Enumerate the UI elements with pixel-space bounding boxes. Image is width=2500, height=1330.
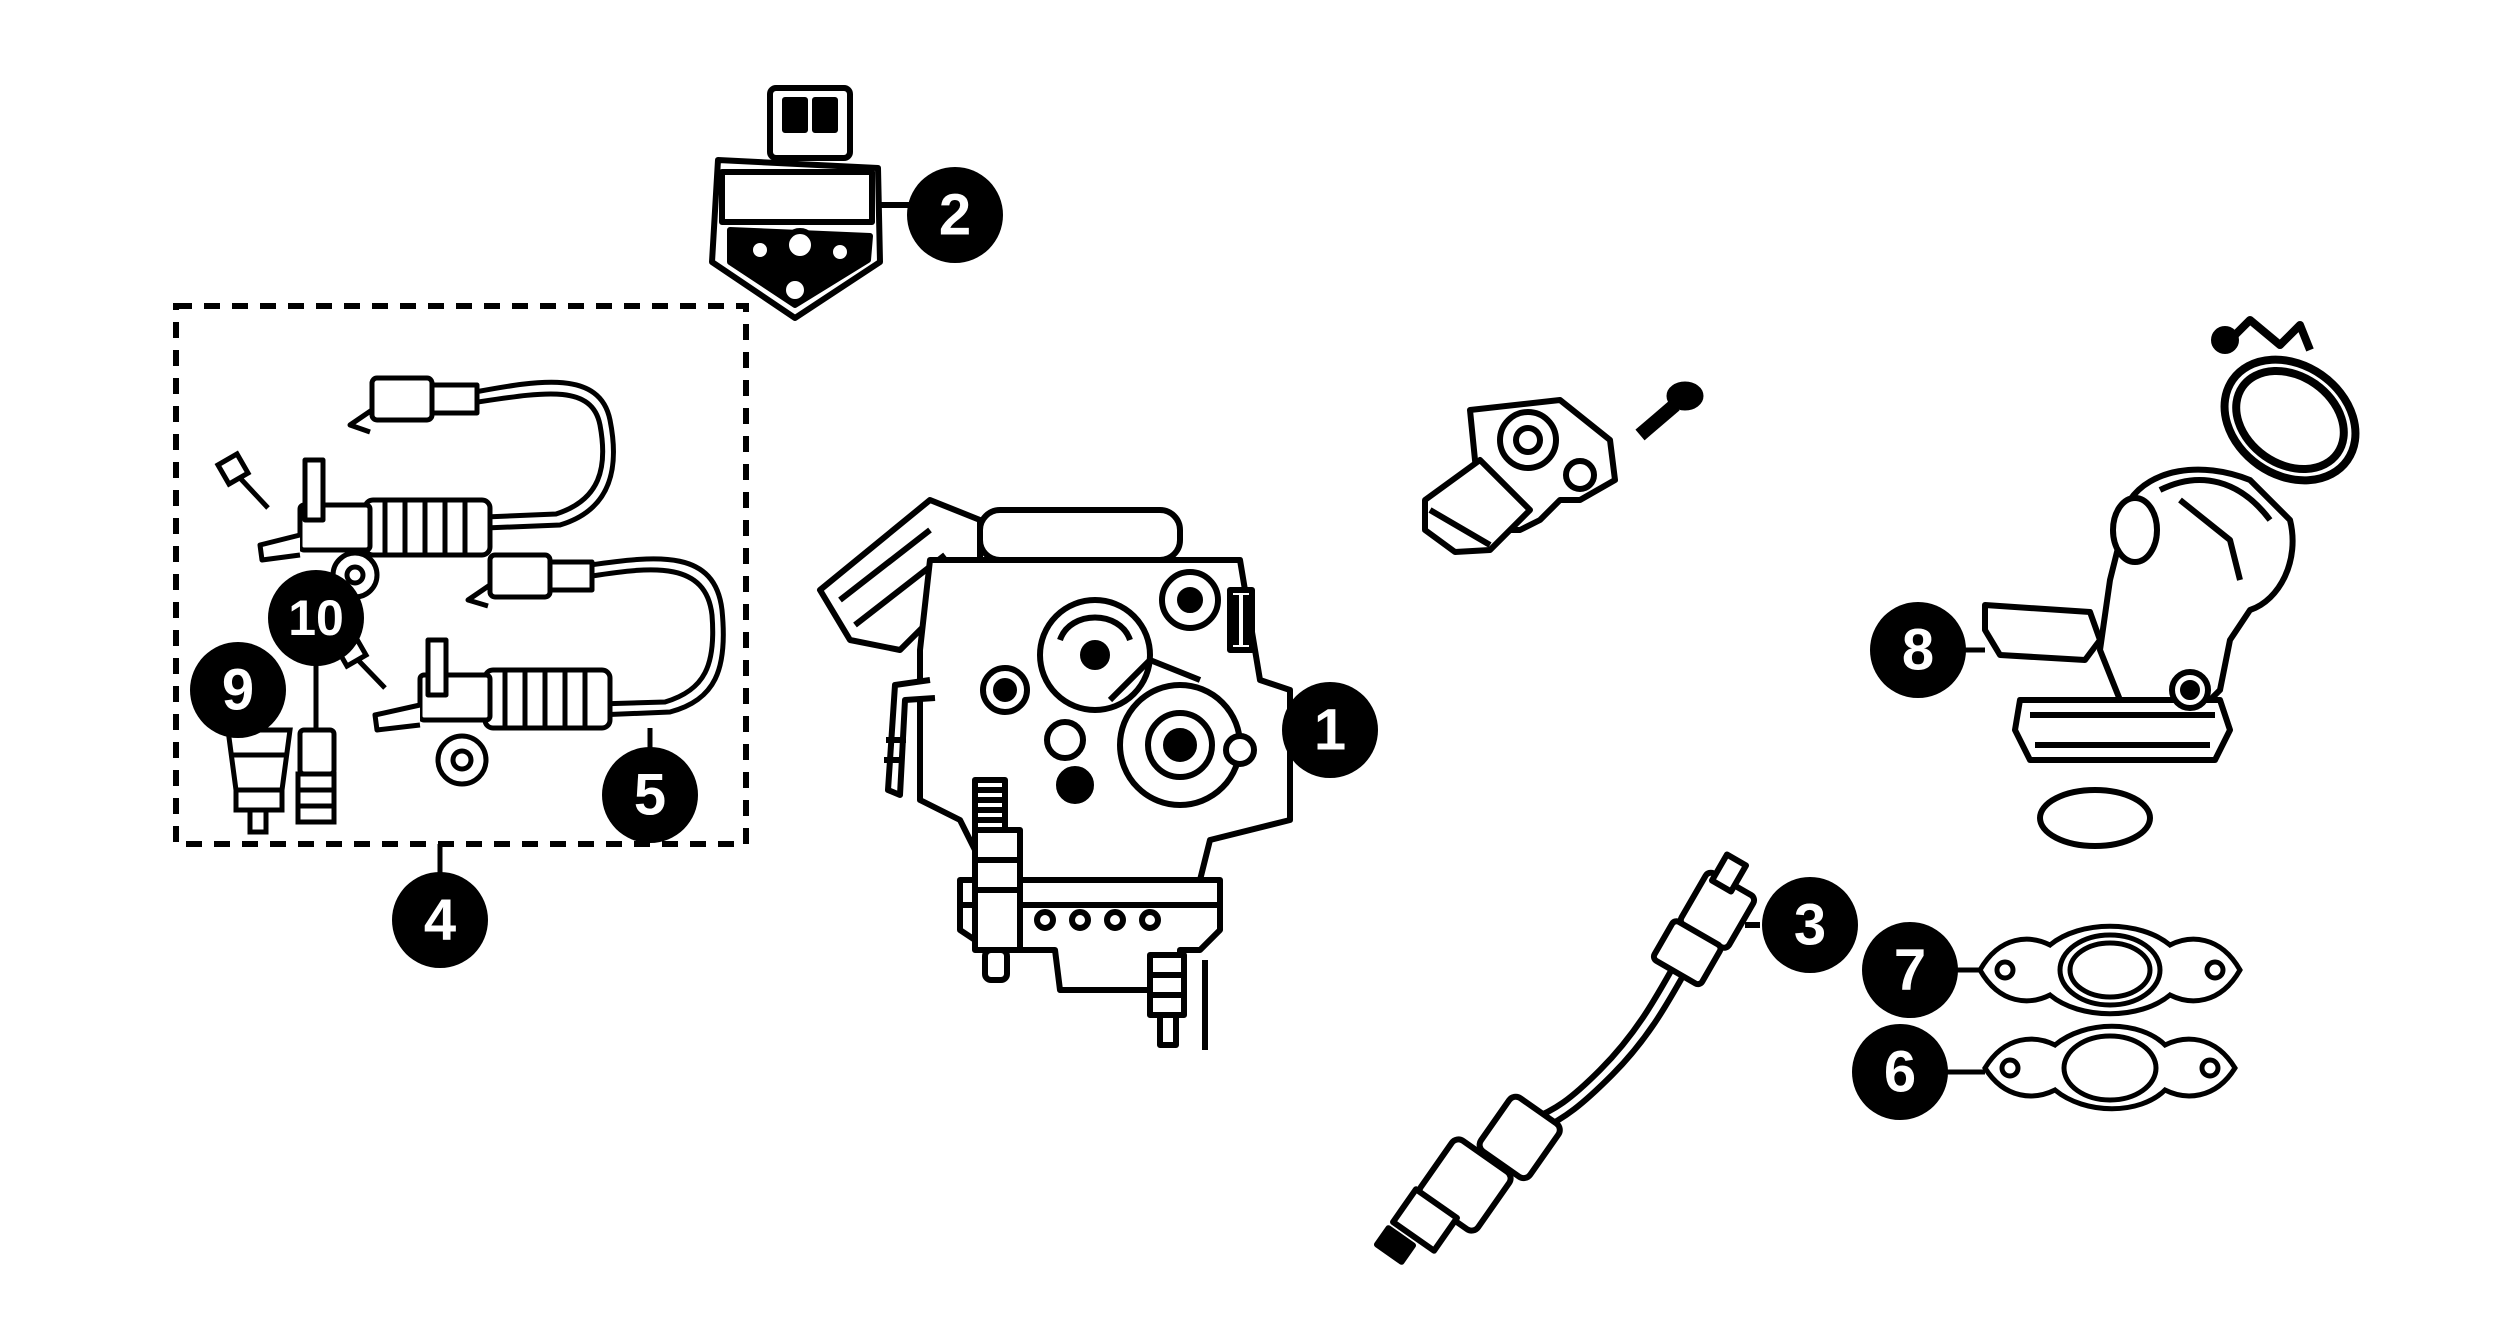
kit-screw-upper	[218, 454, 268, 508]
carburetor-part	[820, 500, 1310, 1050]
gasket-inner-part	[1985, 1026, 2235, 1109]
solenoid-valve-upper	[260, 378, 613, 597]
callout-2-label: 2	[939, 183, 971, 248]
callout-6-badge	[1852, 1024, 1948, 1120]
callout-3-badge	[1762, 877, 1858, 973]
callout-5: 5	[602, 747, 698, 843]
callout-1-badge	[1282, 682, 1378, 778]
callout-9-badge	[190, 642, 286, 738]
callout-6-label: 6	[1884, 1040, 1916, 1105]
sensor-harness-part	[1377, 855, 1760, 1262]
callout-3-label: 3	[1794, 893, 1826, 958]
callout-7-badge	[1862, 922, 1958, 1018]
callout-8: 8	[1870, 602, 1966, 698]
throttle-sensor-part	[1425, 400, 1615, 552]
callout-9: 9	[190, 642, 286, 738]
solenoid-kit-group-box	[173, 303, 749, 847]
callout-4: 4	[392, 872, 488, 968]
callout-8-label: 8	[1902, 618, 1934, 683]
intake-manifold-part	[1985, 470, 2293, 760]
intake-clamp-part	[2201, 320, 2379, 505]
callout-1: 1	[1282, 682, 1378, 778]
callout-10-badge	[268, 570, 364, 666]
callout-4-label: 4	[424, 888, 456, 953]
callout-1-label: 1	[1314, 698, 1346, 763]
callout-8-badge	[1870, 602, 1966, 698]
relay-part	[712, 88, 912, 318]
callout-10: 10	[268, 570, 364, 666]
gasket-outer-part	[1980, 926, 2240, 1014]
callout-4-badge	[392, 872, 488, 968]
solenoid-valve-lower	[375, 555, 723, 784]
callout-7: 7	[1862, 922, 1958, 1018]
callout-10-label: 10	[288, 590, 344, 646]
filter-cap-part	[228, 730, 290, 832]
intake-oring-part	[2040, 790, 2150, 846]
callout-2: 2	[907, 167, 1003, 263]
callout-6: 6	[1852, 1024, 1948, 1120]
callout-5-badge	[602, 747, 698, 843]
callout-3: 3	[1762, 877, 1858, 973]
callout-2-badge	[907, 167, 1003, 263]
callout-7-label: 7	[1894, 938, 1926, 1003]
callout-5-label: 5	[634, 763, 666, 828]
callout-9-label: 9	[222, 658, 254, 723]
connector-pin-part	[298, 690, 334, 822]
sensor-screw	[1640, 384, 1701, 435]
